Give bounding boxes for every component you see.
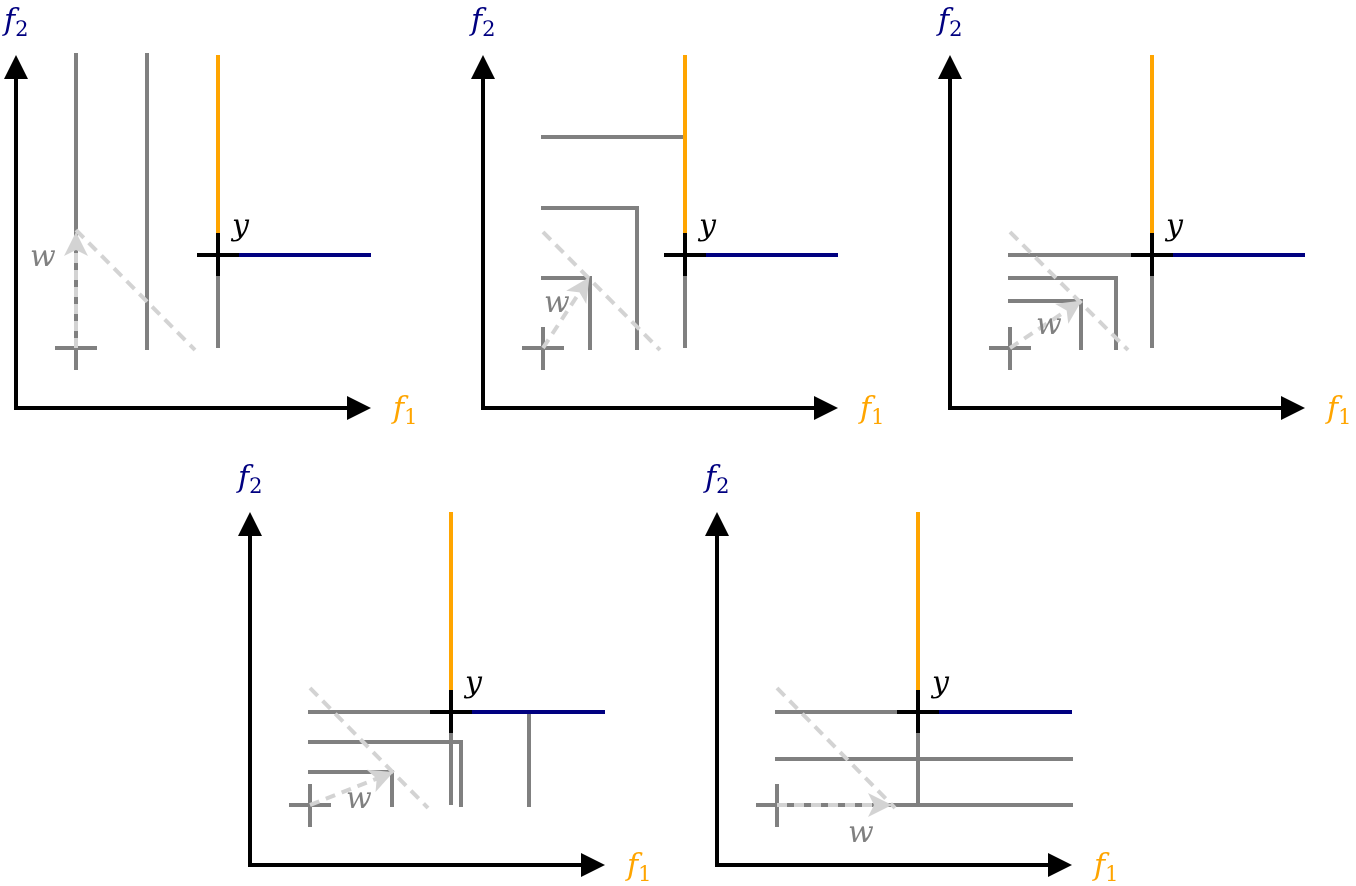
- panel-5: w y f2 f1: [703, 460, 1118, 886]
- w-label: w: [848, 815, 874, 850]
- w-label: w: [30, 239, 56, 274]
- panel-1: w y f2 f1: [2, 3, 417, 429]
- f2-axis-label: f2: [936, 3, 962, 41]
- f1-axis-label-sub: 1: [638, 862, 651, 886]
- f2-axis-label: f2: [469, 3, 495, 41]
- dashed-diagonal: [775, 686, 897, 810]
- f2-axis-label-sub: 2: [15, 17, 28, 41]
- y-label: y: [230, 208, 250, 243]
- dashed-diagonal: [1008, 230, 1130, 352]
- w-direction-arrow: [309, 769, 394, 807]
- y-label: y: [930, 665, 950, 700]
- w-direction-arrow: [541, 277, 590, 350]
- w-direction-arrow: [1008, 300, 1082, 350]
- y-label: y: [697, 208, 717, 243]
- f2-axis-label: f2: [2, 3, 28, 41]
- f2-axis-label-sub: 2: [716, 474, 729, 498]
- f2-axis-label-sub: 2: [949, 17, 962, 41]
- f1-axis-label: f1: [391, 391, 417, 429]
- f1-axis-label: f1: [1325, 391, 1351, 429]
- y-label: y: [1164, 208, 1184, 243]
- f2-axis-label: f2: [236, 460, 262, 498]
- f2-axis-label-sub: 2: [249, 474, 262, 498]
- f1-axis-label-sub: 1: [404, 405, 417, 429]
- f1-axis-label-sub: 1: [1338, 405, 1351, 429]
- w-label: w: [1036, 307, 1062, 342]
- dashed-diagonal: [74, 228, 197, 352]
- f1-axis-label-sub: 1: [1105, 862, 1118, 886]
- f1-axis-label-sub: 1: [871, 405, 884, 429]
- f2-axis-label: f2: [703, 460, 729, 498]
- y-label: y: [463, 665, 483, 700]
- f1-axis-label: f1: [858, 391, 884, 429]
- w-label: w: [346, 781, 372, 816]
- f1-axis-label: f1: [1092, 848, 1118, 886]
- panel-3: w y f2 f1: [936, 3, 1351, 429]
- w-label: w: [544, 285, 570, 320]
- panel-2: w y f2 f1: [469, 3, 884, 429]
- dashed-diagonal: [308, 686, 430, 810]
- f1-axis-label: f1: [625, 848, 651, 886]
- panel-4: w y f2 f1: [236, 460, 651, 886]
- dashed-diagonal: [541, 230, 662, 352]
- f2-axis-label-sub: 2: [482, 17, 495, 41]
